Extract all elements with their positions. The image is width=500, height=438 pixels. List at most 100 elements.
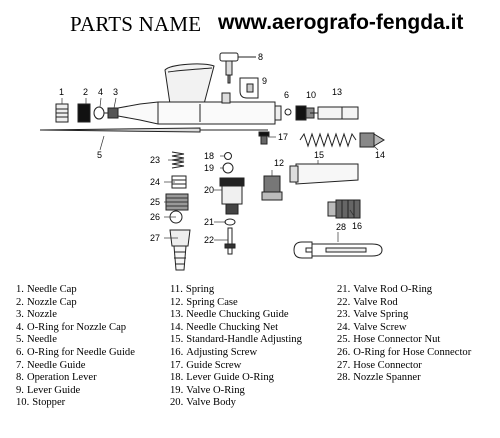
part-24-valve-screw	[171, 175, 187, 189]
legend-number: 16.	[170, 346, 184, 358]
legend-label: Valve Screw	[353, 321, 407, 333]
legend-item: 1.Needle Cap	[16, 284, 135, 297]
legend-label: Valve Spring	[353, 309, 409, 321]
legend-item: 20.Valve Body	[170, 397, 302, 410]
page-header: PARTS NAME www.aerografo-fengda.it	[0, 4, 500, 44]
legend-label: Valve Rod	[353, 296, 398, 308]
legend-label: Nozzle	[26, 309, 57, 321]
callout-21: 21	[204, 217, 214, 227]
part-8-operation-lever	[219, 52, 256, 84]
legend-item: 16.Adjusting Screw	[170, 347, 302, 360]
part-15-handle	[289, 163, 359, 185]
legend-label: Hose Connector Nut	[353, 334, 441, 346]
callout-25: 25	[150, 197, 160, 207]
part-11-spring	[299, 132, 357, 148]
legend-label: Spring Case	[186, 296, 238, 308]
legend-number: 15.	[170, 334, 184, 346]
callout-15: 15	[314, 150, 324, 160]
legend-label: Nozzle Cap	[26, 296, 77, 308]
legend-item: 15.Standard-Handle Adjusting	[170, 334, 302, 347]
legend-number: 18.	[170, 372, 184, 384]
callout-27: 27	[150, 233, 160, 243]
legend-number: 28.	[337, 372, 351, 384]
legend-item: 10.Stopper	[16, 397, 135, 410]
legend-item: 4.O-Ring for Nozzle Cap	[16, 322, 135, 335]
legend-item: 18.Lever Guide O-Ring	[170, 372, 302, 385]
legend-number: 3.	[16, 309, 24, 321]
legend-label: Needle Chucking Guide	[186, 309, 289, 321]
part-21-valve-rod-oring	[224, 218, 236, 226]
callout-16: 16	[352, 221, 362, 231]
callout-2: 2	[83, 87, 88, 97]
legend-label: Valve Rod O-Ring	[353, 284, 433, 295]
legend-label: Guide Screw	[186, 359, 242, 371]
legend-label: Lever Guide O-Ring	[186, 372, 274, 384]
part-19-valve-oring	[222, 162, 234, 174]
callout-14: 14	[375, 150, 385, 160]
title-website-url: www.aerografo-fengda.it	[218, 11, 464, 34]
part-22-valve-rod	[224, 227, 236, 255]
legend-number: 19.	[170, 384, 184, 396]
legend-item: 25.Hose Connector Nut	[337, 334, 471, 347]
legend-item: 17.Guide Screw	[170, 360, 302, 373]
legend-item: 23.Valve Spring	[337, 309, 471, 322]
callout-5: 5	[97, 150, 102, 160]
legend-number: 8.	[16, 372, 24, 384]
callout-19: 19	[204, 163, 214, 173]
callout-28: 28	[336, 222, 346, 232]
callout-3: 3	[113, 87, 118, 97]
legend-number: 1.	[16, 284, 24, 295]
legend-column-1: 1.Needle Cap 2.Nozzle Cap 3.Nozzle 4.O-R…	[16, 284, 135, 410]
legend-number: 13.	[170, 309, 184, 321]
part-14-needle-chucking-net	[359, 132, 385, 148]
legend-item: 24.Valve Screw	[337, 322, 471, 335]
legend-label: Valve Body	[186, 397, 236, 409]
leader-lines	[61, 97, 379, 242]
part-28-nozzle-spanner	[293, 241, 383, 259]
legend-item: 7.Needle Guide	[16, 360, 135, 373]
legend-item: 27.Hose Connector	[337, 360, 471, 373]
callout-24: 24	[150, 177, 160, 187]
legend-column-2: 11.Spring 12.Spring Case 13.Needle Chuck…	[170, 284, 302, 410]
airbrush-body	[117, 63, 282, 125]
part-5-needle	[39, 127, 268, 133]
part-4-oring-nozzle-cap	[93, 106, 105, 120]
callout-26: 26	[150, 212, 160, 222]
callout-13: 13	[332, 87, 342, 97]
legend-label: O-Ring for Nozzle Cap	[26, 321, 127, 333]
part-1-needle-cap	[55, 103, 69, 123]
legend-item: 13.Needle Chucking Guide	[170, 309, 302, 322]
part-2-nozzle-cap	[77, 103, 91, 123]
callout-17: 17	[278, 132, 288, 142]
part-9-lever-guide	[239, 77, 259, 99]
legend-item: 9.Lever Guide	[16, 385, 135, 398]
legend-number: 10.	[16, 397, 30, 409]
legend-number: 17.	[170, 359, 184, 371]
legend-label: Spring	[185, 284, 215, 295]
callout-20: 20	[204, 185, 214, 195]
part-13-needle-chucking-guide	[310, 106, 359, 120]
callout-10: 10	[306, 90, 316, 100]
legend-item: 12.Spring Case	[170, 297, 302, 310]
legend-label: Needle Chucking Net	[186, 321, 279, 333]
callout-4: 4	[98, 87, 103, 97]
legend-label: O-Ring for Needle Guide	[26, 346, 135, 358]
legend-number: 25.	[337, 334, 351, 346]
legend-item: 11.Spring	[170, 284, 302, 297]
part-27-hose-connector	[169, 229, 191, 271]
legend-number: 14.	[170, 321, 184, 333]
part-20-valve-body	[219, 177, 245, 215]
legend-number: 11.	[170, 284, 183, 295]
legend-item: 21.Valve Rod O-Ring	[337, 284, 471, 297]
legend-item: 26.O-Ring for Hose Connector	[337, 347, 471, 360]
legend-number: 20.	[170, 397, 184, 409]
callout-23: 23	[150, 155, 160, 165]
legend-label: O-Ring for Hose Connector	[353, 346, 472, 358]
legend-number: 7.	[16, 359, 24, 371]
part-25-hose-connector-nut	[165, 193, 189, 211]
part-12-spring-case	[261, 175, 283, 201]
part-3-nozzle	[104, 107, 119, 119]
part-17-guide-screw	[258, 131, 270, 145]
legend-label: Adjusting Screw	[186, 346, 258, 358]
airbrush-exploded-diagram: 1 2 4 3 8 9 6 10 13 5 17 14 15 12 23 18 …	[39, 52, 385, 271]
